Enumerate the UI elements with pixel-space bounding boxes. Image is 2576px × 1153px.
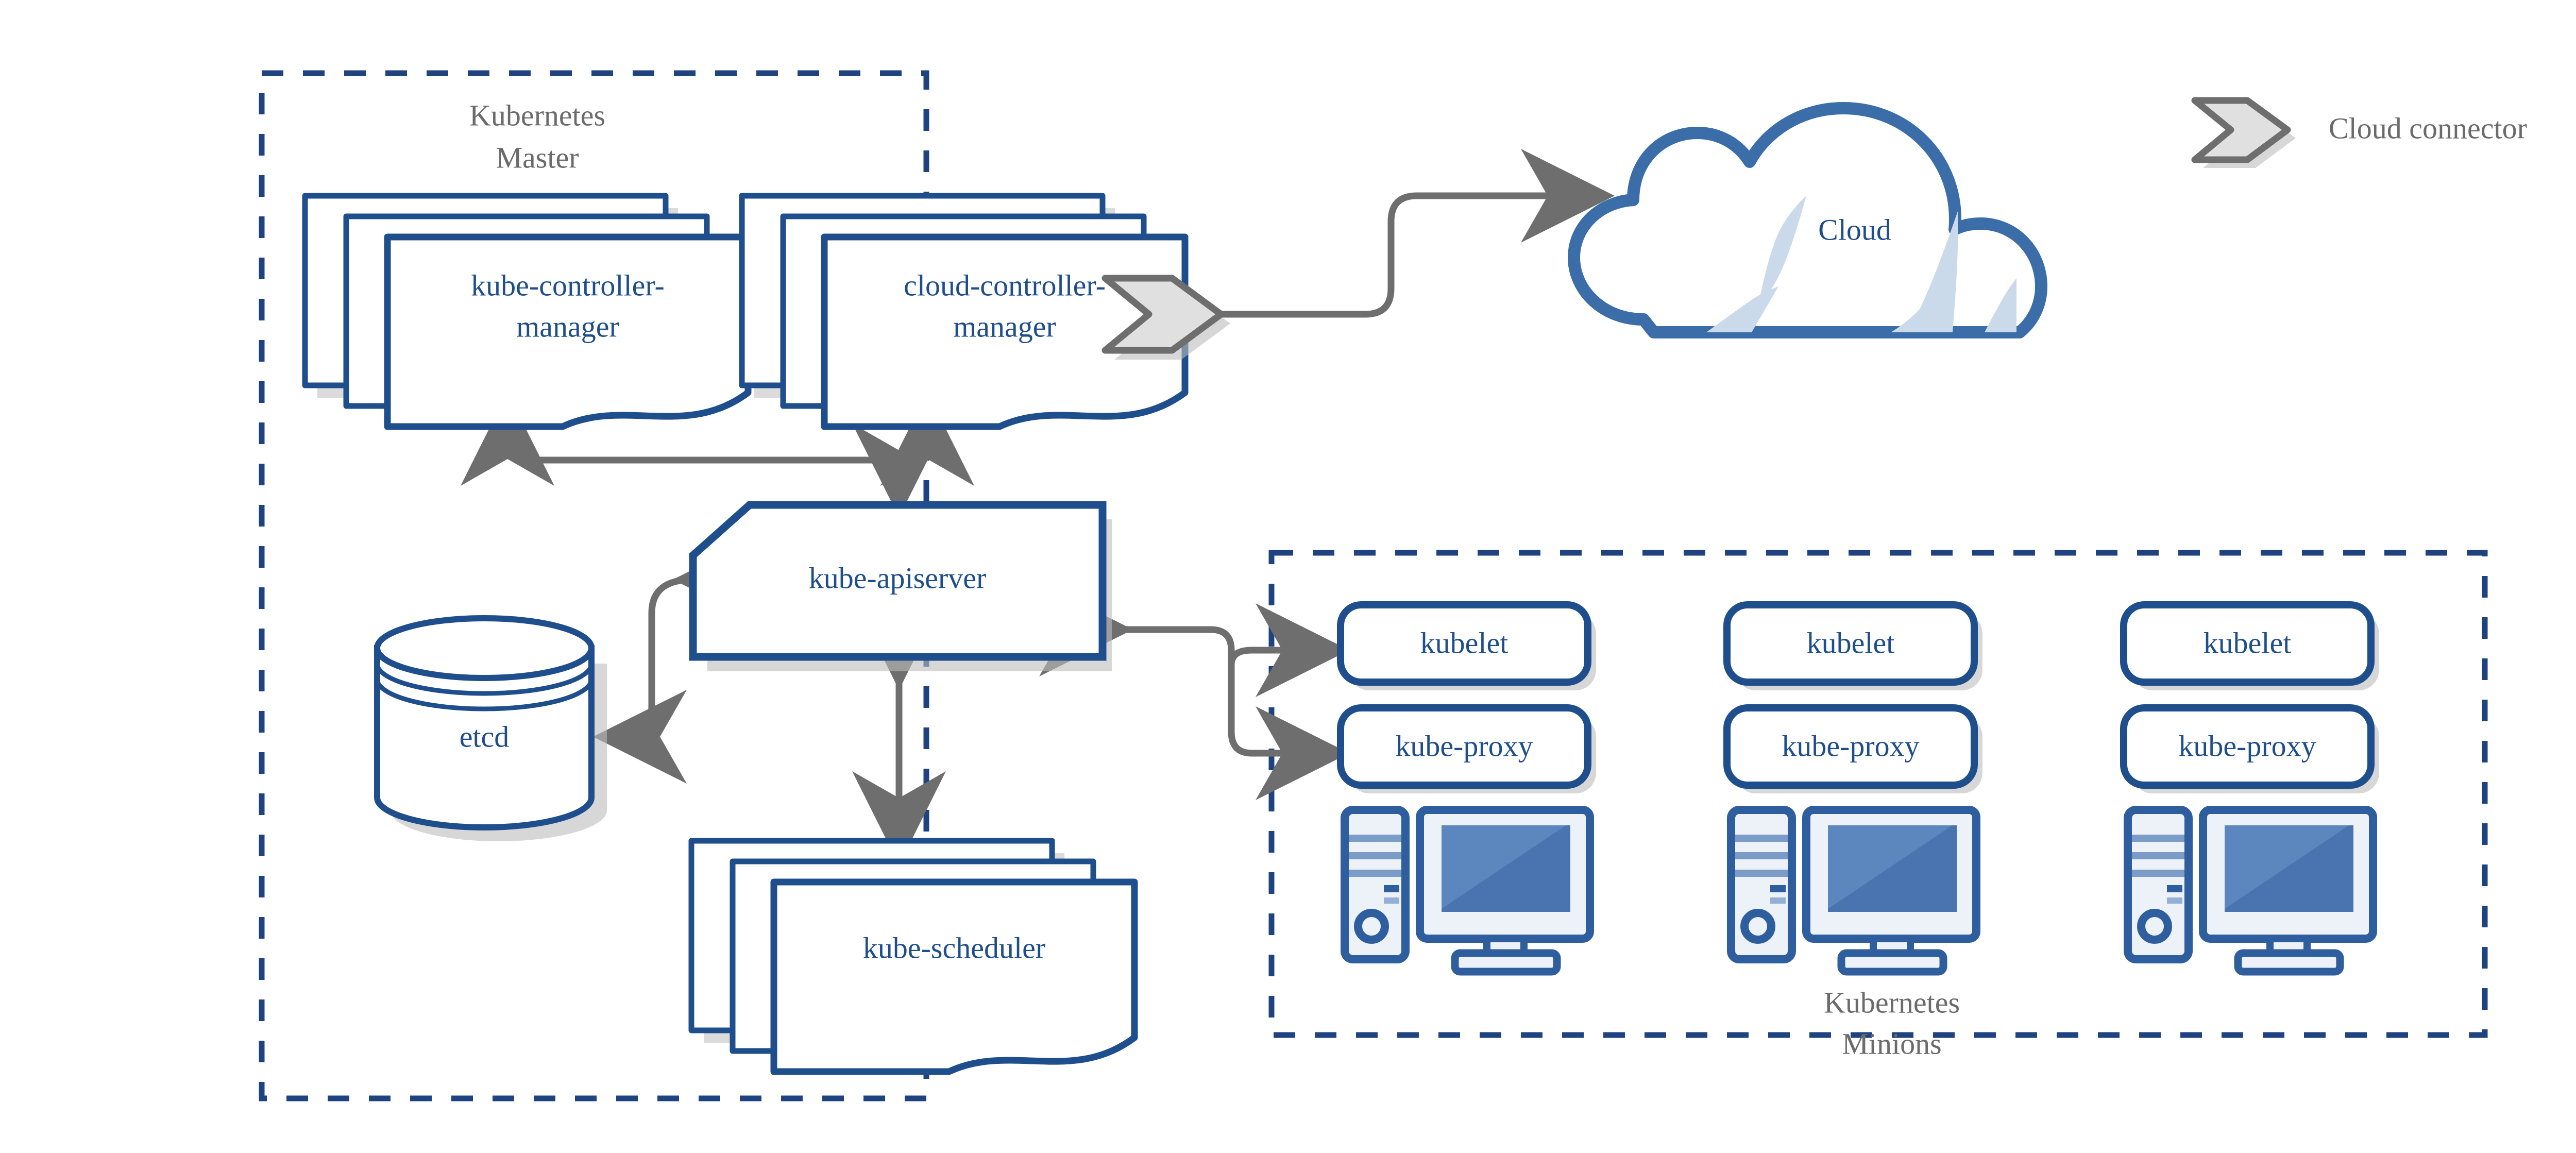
minions-group-label: Kubernetes Minions xyxy=(1824,986,1960,1060)
legend: Cloud connector xyxy=(2191,97,2527,168)
node-kube-controller-manager[interactable]: kube-controller- manager xyxy=(302,193,752,430)
ccm-label-line2: manager xyxy=(953,310,1056,343)
m3-kubelet-box xyxy=(2120,601,2375,686)
m3-tower-led-2 xyxy=(2167,897,2182,904)
m2-kubeproxy-box xyxy=(1723,704,1978,789)
minion-3-kubelet-node[interactable]: kubelet xyxy=(2120,601,2379,690)
kcm-label-line2: manager xyxy=(516,310,619,343)
m3-kubelet-label: kubelet xyxy=(2204,626,2292,659)
etcd-body xyxy=(374,645,595,830)
minion-1: kubelet kube-proxy xyxy=(1337,601,1596,976)
legend-chevron-shape xyxy=(2191,97,2291,163)
minion-3-computer-icon xyxy=(2124,806,2377,976)
kcm-sheet-front xyxy=(384,233,752,430)
node-kube-apiserver[interactable]: kube-apiserver xyxy=(689,501,1112,671)
minion-1-computer-icon xyxy=(1341,806,1594,976)
cloud-accent-1 xyxy=(1758,196,1806,307)
m3-tower-led-1 xyxy=(2167,885,2182,892)
m1-kubelet-label: kubelet xyxy=(1420,626,1509,659)
m1-tower-led-2 xyxy=(1384,897,1399,904)
legend-cloud-connector-label: Cloud connector xyxy=(2329,111,2527,145)
legend-chevron-connector-icon xyxy=(2191,97,2296,168)
m2-monitor-base xyxy=(1837,949,1947,976)
cloud-accent-4 xyxy=(1985,278,2016,332)
minion-2-kubeproxy-node[interactable]: kube-proxy xyxy=(1723,704,1982,793)
m1-monitor-screen xyxy=(1442,825,1570,912)
node-etcd[interactable]: etcd xyxy=(374,615,607,841)
cloud-shape xyxy=(1568,102,2047,338)
cloud-accent-3 xyxy=(1891,211,1958,332)
ccm-label-line1: cloud-controller- xyxy=(904,268,1106,302)
ccm-sheet-front xyxy=(821,233,1189,430)
m1-tower-led-1 xyxy=(1384,885,1399,892)
scheduler-label: kube-scheduler xyxy=(863,931,1045,964)
m2-tower-vent-2 xyxy=(1735,852,1788,859)
m3-tower-vent-1 xyxy=(2132,835,2184,842)
kcm-label-line1: kube-controller- xyxy=(471,268,665,302)
m3-tower-power-button xyxy=(2137,909,2172,944)
apiserver-label: kube-apiserver xyxy=(809,561,987,595)
minion-2-computer-icon xyxy=(1727,806,1980,976)
cloud-connector-icon-inline[interactable] xyxy=(1101,275,1230,360)
m1-kubeproxy-box xyxy=(1337,704,1591,789)
m2-tower-vent-3 xyxy=(1735,870,1788,877)
connector-apiserver-kubeproxy xyxy=(1039,583,1349,800)
connector-layer xyxy=(461,149,1615,865)
connector-ccm-to-cloud xyxy=(1205,149,1615,318)
m1-tower-power-button xyxy=(1354,909,1389,944)
group-box-master xyxy=(259,70,929,1101)
m3-kubeproxy-box xyxy=(2120,704,2375,789)
minions-label-line2: Minions xyxy=(1842,1027,1941,1060)
minions-label-line1: Kubernetes xyxy=(1824,986,1960,1019)
m1-kubelet-box xyxy=(1337,601,1591,686)
minion-3-kubeproxy-node[interactable]: kube-proxy xyxy=(2120,704,2379,793)
m1-kubeproxy-label: kube-proxy xyxy=(1395,729,1533,762)
master-group-label: Kubernetes Master xyxy=(469,98,605,174)
inline-chevron-shape xyxy=(1101,275,1225,354)
m2-tower-led-2 xyxy=(1770,897,1786,904)
m2-kubeproxy-label: kube-proxy xyxy=(1782,729,1919,762)
m3-tower-vent-2 xyxy=(2132,852,2184,859)
m1-tower-vent-3 xyxy=(1349,870,1401,877)
master-dashed-border xyxy=(259,70,929,1101)
m2-kubelet-label: kubelet xyxy=(1807,626,1895,659)
scheduler-sheet-front xyxy=(770,878,1138,1075)
etcd-top-ellipse xyxy=(374,615,595,681)
connector-apiserver-kubelet xyxy=(1228,603,1349,697)
m1-tower-vent-1 xyxy=(1349,835,1401,842)
m2-tower-power-button xyxy=(1740,909,1775,944)
m1-tower-vent-2 xyxy=(1349,852,1401,859)
m2-tower-vent-1 xyxy=(1735,835,1788,842)
connector-apiserver-etcd xyxy=(593,532,767,784)
m2-monitor-screen xyxy=(1828,825,1957,912)
etcd-ring-2 xyxy=(375,679,594,711)
master-label-line2: Master xyxy=(496,141,579,174)
minion-2-kubelet-node[interactable]: kubelet xyxy=(1723,601,1982,690)
node-cloud-controller-manager[interactable]: cloud-controller- manager xyxy=(739,193,1189,430)
master-label-line1: Kubernetes xyxy=(469,98,605,132)
minion-1-kubeproxy-node[interactable]: kube-proxy xyxy=(1337,704,1596,793)
m2-kubelet-box xyxy=(1723,601,1978,686)
node-cloud[interactable]: Cloud xyxy=(1568,102,2047,366)
m3-monitor-base xyxy=(2234,949,2344,976)
m3-kubeproxy-label: kube-proxy xyxy=(2178,729,2316,762)
apiserver-shape xyxy=(689,501,1107,661)
cloud-accent-2 xyxy=(1706,286,1778,332)
minion-2: kubelet kube-proxy xyxy=(1723,601,1982,976)
etcd-label: etcd xyxy=(460,720,510,753)
cloud-label: Cloud xyxy=(1818,213,1891,246)
m3-tower-vent-3 xyxy=(2132,870,2184,877)
m1-monitor-base xyxy=(1451,949,1561,976)
m3-monitor-screen xyxy=(2225,825,2353,912)
minion-3: kubelet kube-proxy xyxy=(2120,601,2379,976)
m2-tower-led-1 xyxy=(1770,885,1786,892)
etcd-ring-1 xyxy=(375,663,594,696)
node-kube-scheduler[interactable]: kube-scheduler xyxy=(688,838,1138,1075)
minion-1-kubelet-node[interactable]: kubelet xyxy=(1337,601,1596,690)
